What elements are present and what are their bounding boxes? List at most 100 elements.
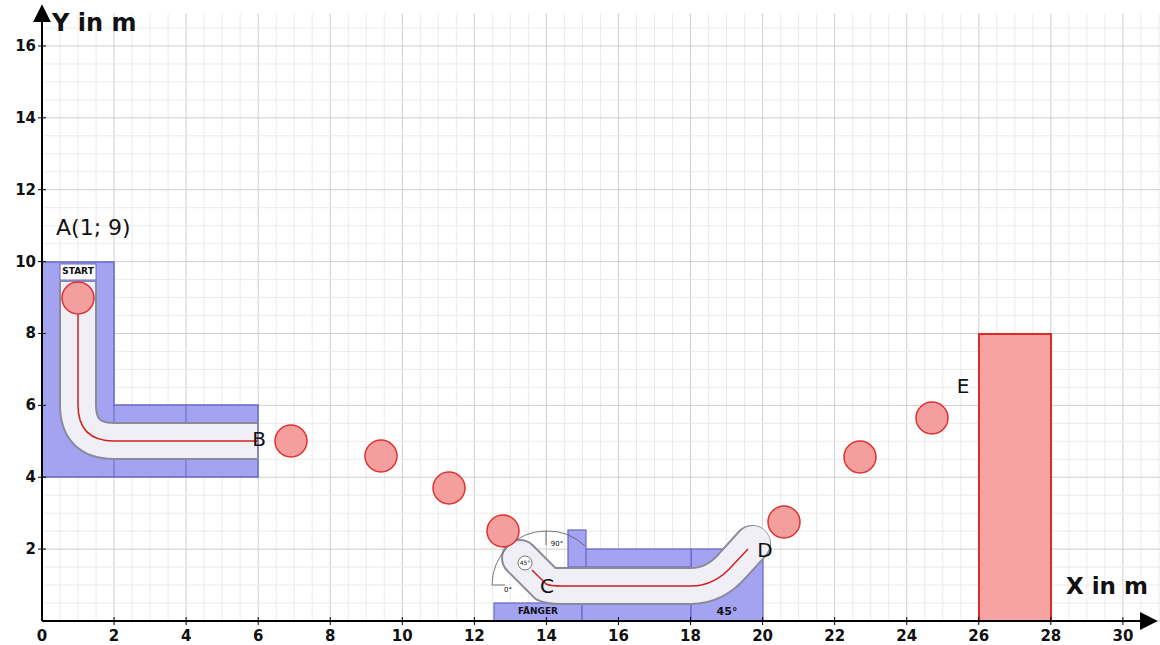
grid-line bbox=[690, 14, 691, 621]
tick-mark bbox=[258, 617, 259, 625]
axis-ticks bbox=[38, 46, 1123, 625]
grid-line bbox=[1158, 14, 1159, 621]
grid-line bbox=[474, 14, 475, 621]
point-label: A(1; 9) bbox=[56, 216, 131, 240]
grid-line bbox=[42, 117, 1160, 118]
tick-mark bbox=[330, 617, 331, 625]
tick-mark bbox=[762, 617, 763, 625]
grid-line bbox=[708, 14, 709, 621]
grid-line bbox=[1086, 14, 1087, 621]
grid-line bbox=[258, 14, 259, 621]
angle-label: 45° bbox=[520, 560, 531, 567]
grid-line bbox=[42, 225, 1160, 226]
tick-label: 10 bbox=[392, 628, 413, 645]
tick-label: 14 bbox=[15, 110, 36, 127]
tick-mark bbox=[1122, 617, 1123, 625]
grid-line bbox=[402, 14, 403, 621]
grid-line bbox=[42, 189, 1160, 190]
grid-line bbox=[42, 261, 1160, 262]
grid-line bbox=[906, 14, 907, 621]
grid-line bbox=[42, 135, 1160, 136]
tick-label: 12 bbox=[464, 628, 485, 645]
grid-line bbox=[330, 14, 331, 621]
tick-label: 12 bbox=[15, 181, 36, 198]
tick-label: 18 bbox=[680, 628, 701, 645]
grid-line bbox=[960, 14, 961, 621]
tick-mark bbox=[38, 549, 46, 550]
start-label: START bbox=[62, 267, 94, 277]
grid-line bbox=[870, 14, 871, 621]
tick-mark bbox=[114, 617, 115, 625]
axes bbox=[42, 6, 1156, 621]
grid-line bbox=[294, 14, 295, 621]
grid-line bbox=[186, 14, 187, 621]
grid-line bbox=[150, 14, 151, 621]
tick-label: 16 bbox=[15, 38, 36, 55]
grid-line bbox=[42, 171, 1160, 172]
tick-label: 4 bbox=[26, 469, 36, 486]
grid-line bbox=[618, 14, 619, 621]
tick-mark bbox=[906, 617, 907, 625]
grid-line bbox=[240, 14, 241, 621]
tick-mark bbox=[38, 405, 46, 406]
grid-line bbox=[42, 315, 1160, 316]
tick-mark bbox=[38, 333, 46, 334]
tick-label: 10 bbox=[15, 253, 36, 270]
grid-line bbox=[1104, 14, 1105, 621]
tick-mark bbox=[38, 117, 46, 118]
grid-line bbox=[600, 14, 601, 621]
grid-line bbox=[42, 207, 1160, 208]
tick-label: 2 bbox=[109, 628, 119, 645]
grid-line bbox=[636, 14, 637, 621]
tick-label: 2 bbox=[26, 541, 36, 558]
grid-line bbox=[42, 27, 1160, 28]
grid-line bbox=[726, 14, 727, 621]
axis-title: X in m bbox=[1066, 574, 1148, 599]
point-label: D bbox=[757, 539, 772, 561]
grid-line bbox=[132, 14, 133, 621]
tick-label: 28 bbox=[1040, 628, 1061, 645]
grid-line bbox=[852, 14, 853, 621]
tick-label: 6 bbox=[26, 397, 36, 414]
part-name: FÄNGER bbox=[518, 607, 558, 617]
tick-mark bbox=[690, 617, 691, 625]
tick-mark bbox=[38, 261, 46, 262]
grid-line bbox=[528, 14, 529, 621]
tick-mark bbox=[474, 617, 475, 625]
grid-line bbox=[384, 14, 385, 621]
grid bbox=[42, 14, 1160, 621]
tick-label: 8 bbox=[26, 325, 36, 342]
grid-line bbox=[204, 14, 205, 621]
angle-label: 0° bbox=[504, 587, 512, 595]
tick-label: 26 bbox=[968, 628, 989, 645]
grid-line bbox=[438, 14, 439, 621]
grid-line bbox=[942, 14, 943, 621]
tick-mark bbox=[186, 617, 187, 625]
tick-mark bbox=[402, 617, 403, 625]
grid-line bbox=[420, 14, 421, 621]
ball-trajectory bbox=[62, 282, 948, 547]
tick-mark bbox=[38, 45, 46, 46]
grid-line bbox=[42, 297, 1160, 298]
grid-line bbox=[834, 14, 835, 621]
tick-label: 8 bbox=[325, 628, 335, 645]
tick-label: 4 bbox=[181, 628, 191, 645]
grid-line bbox=[366, 14, 367, 621]
tick-label: 20 bbox=[752, 628, 773, 645]
start-ramp bbox=[42, 262, 258, 477]
grid-line bbox=[888, 14, 889, 621]
tick-label: 0 bbox=[37, 628, 47, 645]
tick-label: 30 bbox=[1112, 628, 1133, 645]
tick-mark bbox=[38, 477, 46, 478]
grid-line bbox=[42, 63, 1160, 64]
angle-label: 90° bbox=[551, 541, 563, 549]
point-label: C bbox=[540, 575, 554, 597]
catcher bbox=[492, 530, 763, 621]
grid-line bbox=[654, 14, 655, 621]
axis-title: Y in m bbox=[52, 10, 136, 36]
tick-mark bbox=[618, 617, 619, 625]
grid-line bbox=[564, 14, 565, 621]
grid-line bbox=[816, 14, 817, 621]
